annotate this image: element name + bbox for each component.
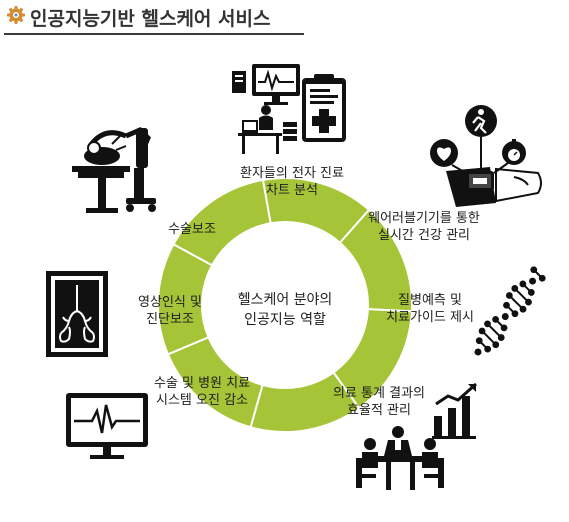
surgical-robot-icon — [72, 127, 156, 213]
segment-line: 수술보조 — [168, 222, 216, 237]
dna-bead — [484, 320, 491, 328]
dna-icon — [474, 266, 546, 356]
header: 인공지능기반 헬스케어 서비스 — [0, 0, 569, 40]
dna-helix — [474, 266, 546, 356]
segment-label-statistics: 의료 통계 결과의 효율적 관리 — [324, 385, 434, 419]
segment-line: 치료가이드 제시 — [386, 310, 474, 325]
segment-label-ehr: 환자들의 전자 진료 차트 분석 — [222, 165, 362, 199]
dna-bead — [478, 327, 486, 335]
dna-bead — [538, 274, 546, 282]
segment-line: 실시간 건강 관리 — [378, 228, 470, 243]
title-underline — [4, 33, 304, 35]
dna-bead — [519, 280, 527, 288]
dna-bead — [527, 289, 535, 296]
dna-bead — [492, 341, 500, 349]
ehr-computer-chart-icon — [232, 64, 346, 154]
dna-bead — [474, 348, 482, 356]
ring — [157, 177, 413, 433]
dna-bead — [511, 310, 519, 318]
segment-label-prediction: 질병예측 및 치료가이드 제시 — [378, 292, 482, 326]
gear-icon — [7, 6, 25, 24]
dna-bead — [503, 301, 510, 309]
segment-line: 시스템 오진 감소 — [156, 393, 248, 408]
dna-bead — [519, 305, 527, 313]
segment-label-surgery: 수술보조 — [155, 221, 229, 238]
dna-bead — [530, 266, 538, 274]
page-title: 인공지능기반 헬스케어 서비스 — [30, 8, 271, 30]
center-label: 헬스케어 분야의 인공지능 역할 — [226, 290, 344, 330]
ecg-monitor-icon — [66, 393, 148, 459]
dna-bead — [511, 285, 519, 292]
segment-line: 질병예측 및 — [398, 293, 462, 308]
meeting-statistics-icon — [356, 382, 477, 490]
dna-bead — [497, 334, 505, 341]
segment-line: 차트 분석 — [266, 183, 318, 198]
dna-bead — [500, 324, 508, 332]
ring-segment — [172, 178, 272, 267]
segment-line: 효율적 관리 — [347, 403, 411, 418]
segment-line: 웨어러블기기를 통한 — [368, 211, 480, 226]
segment-label-misdiagnosis: 수술 및 병원 치료 시스템 오진 감소 — [140, 375, 264, 409]
dna-bead — [525, 298, 532, 306]
segment-line: 환자들의 전자 진료 — [240, 166, 344, 181]
dna-bead — [475, 337, 483, 345]
lung-xray-icon — [46, 271, 108, 357]
dna-bead — [529, 277, 536, 285]
smartwatch-icon — [430, 105, 542, 207]
dna-bead — [501, 313, 509, 320]
segment-line: 영상인식 및 — [138, 295, 202, 310]
segment-line: 진단보조 — [146, 312, 194, 327]
center-line-2: 인공지능 역할 — [244, 312, 326, 328]
dna-bead — [484, 345, 492, 353]
center-line-1: 헬스케어 분야의 — [237, 292, 333, 308]
dna-bead — [492, 316, 499, 323]
segment-line: 의료 통계 결과의 — [333, 386, 425, 401]
dna-bead — [505, 292, 513, 299]
segment-label-wearable: 웨어러블기기를 통한 실시간 건강 관리 — [356, 210, 492, 244]
segment-line: 수술 및 병원 치료 — [153, 376, 251, 391]
segment-label-imaging: 영상인식 및 진단보조 — [122, 294, 218, 328]
